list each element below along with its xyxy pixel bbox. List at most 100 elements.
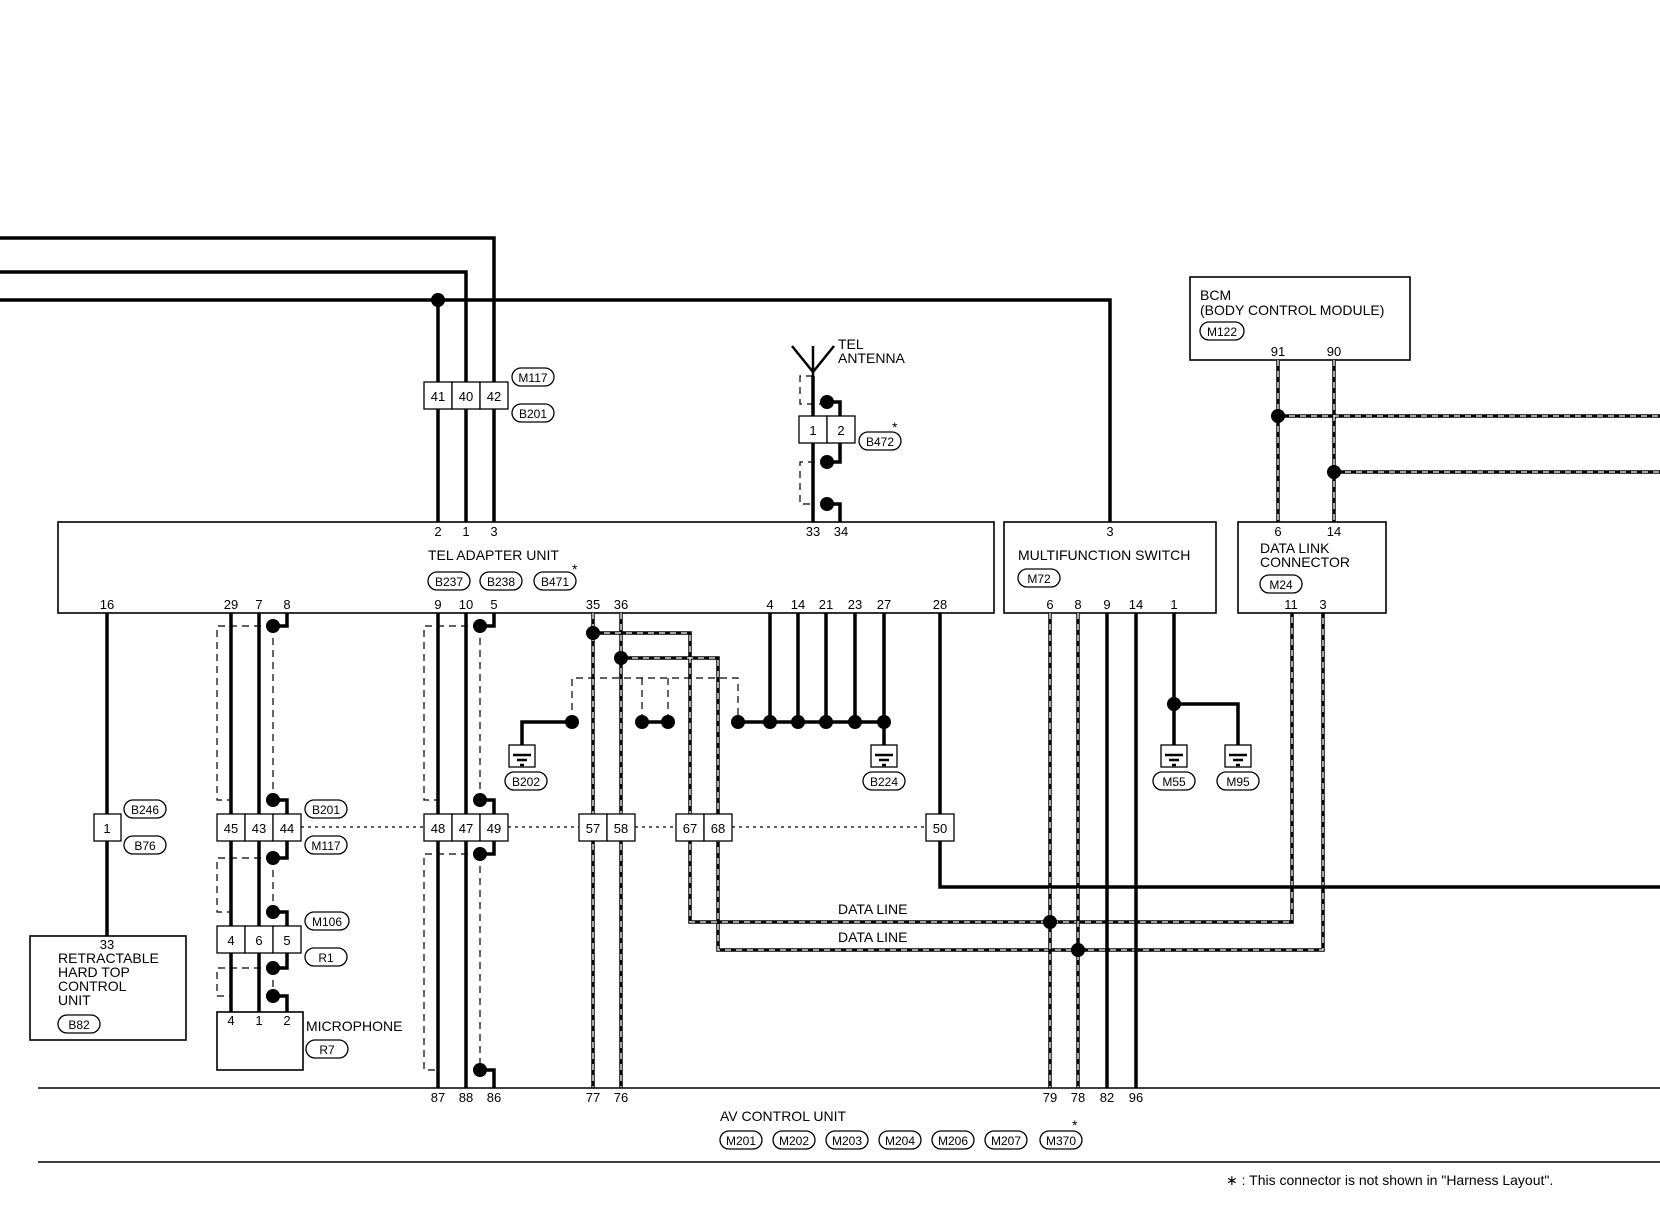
mic-pin-4: 4	[227, 1013, 234, 1028]
tel-pin-27: 27	[877, 597, 891, 612]
pin-antenna-1: 1	[809, 423, 816, 438]
av-pin-96: 96	[1129, 1090, 1143, 1105]
connector-label-b201: B201	[519, 407, 547, 421]
data-line-label-2: DATA LINE	[838, 929, 908, 945]
multifunction-switch: 3 MULTIFUNCTION SWITCH M72 6 8 9 14 1	[1003, 521, 1217, 614]
pin-50: 50	[933, 821, 947, 836]
connector-label-m202: M202	[779, 1134, 809, 1148]
bcm-pin-90: 90	[1327, 344, 1341, 359]
mfs-lower-wires	[1043, 613, 1240, 1088]
dlc-pin-3: 3	[1319, 597, 1326, 612]
tel-top-pin-34: 34	[834, 524, 848, 539]
connector-label-m206: M206	[938, 1134, 968, 1148]
pin-41: 41	[431, 389, 445, 404]
bcm-title-2: (BODY CONTROL MODULE)	[1200, 302, 1384, 318]
antenna-label-1: TEL	[838, 336, 864, 352]
av-control-unit: 87 88 86 77 76 79 78 82 96 AV CONTROL UN…	[38, 1087, 1660, 1163]
data-line-label-1: DATA LINE	[838, 901, 908, 917]
mfs-pin-8: 8	[1074, 597, 1081, 612]
mfs-pin-1: 1	[1170, 597, 1177, 612]
tel-adapter-title: TEL ADAPTER UNIT	[428, 547, 559, 563]
pin-45: 45	[224, 821, 238, 836]
av-pin-76: 76	[614, 1090, 628, 1105]
connector-label-m106: M106	[312, 915, 342, 929]
footnote: ∗ : This connector is not shown in "Harn…	[1226, 1172, 1553, 1188]
connector-label-m207: M207	[991, 1134, 1021, 1148]
microphone-title: MICROPHONE	[306, 1018, 402, 1034]
connector-label-b246: B246	[131, 803, 159, 817]
connector-label-r1: R1	[318, 951, 334, 965]
tel-top-pin-3: 3	[490, 524, 497, 539]
pin-67: 67	[683, 821, 697, 836]
pin-antenna-2: 2	[837, 423, 844, 438]
pin-40: 40	[459, 389, 473, 404]
tel-top-pin-33: 33	[806, 524, 820, 539]
ground-label-b224: B224	[870, 775, 898, 789]
av-pin-77: 77	[586, 1090, 600, 1105]
tel-pin-5: 5	[490, 597, 497, 612]
bcm: BCM (BODY CONTROL MODULE) M122 91 90	[1189, 276, 1411, 361]
retractable-pin-33: 33	[100, 937, 114, 952]
star-b471: *	[572, 561, 578, 577]
mfs-top-pin-3: 3	[1106, 524, 1113, 539]
mfs-pin-9: 9	[1103, 597, 1110, 612]
connector-label-b237: B237	[435, 575, 463, 589]
mfs-pin-6: 6	[1046, 597, 1053, 612]
connector-label-r7: R7	[319, 1043, 335, 1057]
av-title: AV CONTROL UNIT	[720, 1108, 846, 1124]
ground-label-m55: M55	[1162, 775, 1186, 789]
connector-label-b82: B82	[68, 1018, 90, 1032]
retractable-line-3: CONTROL	[58, 978, 127, 994]
tel-pin-9: 9	[434, 597, 441, 612]
dlc-pin-11: 11	[1284, 597, 1298, 612]
ground-label-b202: B202	[512, 775, 540, 789]
tel-antenna: TEL ANTENNA 1 2 B472 *	[791, 336, 906, 522]
tel-adapter-unit: 2 1 3 33 34 TEL ADAPTER UNIT B237 B238 B…	[57, 521, 995, 614]
pin-57: 57	[586, 821, 600, 836]
ground-m95: M95	[1216, 744, 1260, 791]
tel-pin-21: 21	[819, 597, 833, 612]
retractable-line-2: HARD TOP	[58, 964, 130, 980]
mic-pin-1: 1	[255, 1013, 262, 1028]
mfs-pin-14: 14	[1129, 597, 1143, 612]
tel-pin-29: 29	[224, 597, 238, 612]
connector-label-m204: M204	[885, 1134, 915, 1148]
top-wires	[0, 236, 1112, 522]
tel-pin-36: 36	[614, 597, 628, 612]
mic-pin-2: 2	[283, 1013, 290, 1028]
connector-label-m201: M201	[726, 1134, 756, 1148]
dlc-title-2: CONNECTOR	[1260, 554, 1350, 570]
tel-pin-16: 16	[100, 597, 114, 612]
bcm-title-1: BCM	[1200, 287, 1231, 303]
av-pin-78: 78	[1071, 1090, 1085, 1105]
retractable-line-4: UNIT	[58, 992, 91, 1008]
tel-pin-14: 14	[791, 597, 805, 612]
joint-connector-m117-b201: 41 40 42 M117 B201	[423, 367, 555, 423]
connector-label-m370: M370	[1046, 1134, 1076, 1148]
connector-label-m117-mid: M117	[311, 839, 340, 853]
tel-top-pin-1: 1	[462, 524, 469, 539]
tel-to-av-circuit: 48 47 49	[423, 613, 509, 1088]
pin-49: 49	[487, 821, 501, 836]
connector-label-m122: M122	[1207, 325, 1237, 339]
dlc-top-pin-6: 6	[1274, 524, 1281, 539]
microphone-circuit: 45 43 44 B201 M117 4 6 5 M106 R1 4 1 2 M…	[216, 613, 402, 1071]
star-m370: *	[1072, 1117, 1078, 1133]
connector-label-m203: M203	[832, 1134, 862, 1148]
retractable-line-1: RETRACTABLE	[58, 950, 159, 966]
connector-label-b472: B472	[866, 435, 894, 449]
connector-label-m72: M72	[1027, 572, 1051, 586]
pin-42: 42	[487, 389, 501, 404]
tel-data-pair: 57 58 67 68 DATA LINE DATA LINE	[578, 613, 1325, 1088]
pin-68: 68	[711, 821, 725, 836]
data-link-connector: 6 14 DATA LINK CONNECTOR M24 11 3	[1237, 521, 1387, 614]
connector-label-b238: B238	[487, 575, 515, 589]
av-pin-88: 88	[459, 1090, 473, 1105]
connector-label-m117: M117	[518, 371, 547, 385]
dlc-title-1: DATA LINK	[1260, 540, 1330, 556]
connector-label-b471: B471	[541, 575, 569, 589]
bcm-pin-91: 91	[1271, 344, 1285, 359]
tel-pin-8: 8	[283, 597, 290, 612]
tel-top-pin-2: 2	[434, 524, 441, 539]
